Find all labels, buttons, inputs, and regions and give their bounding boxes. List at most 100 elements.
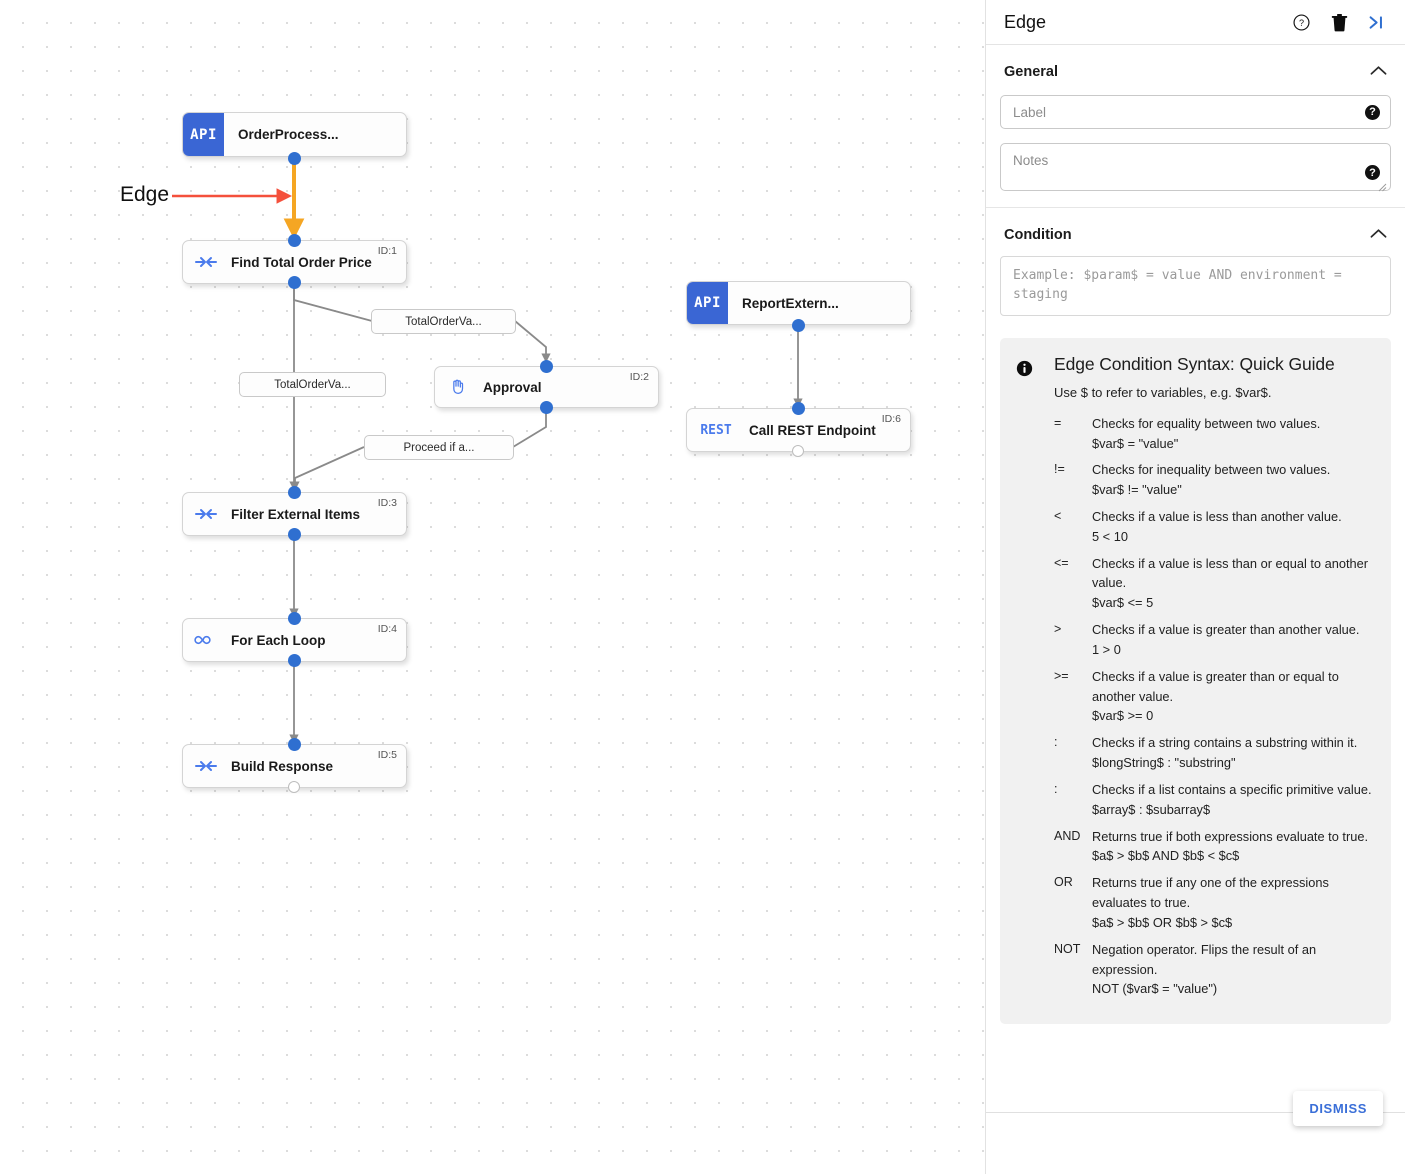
port-in-filter[interactable] [288,486,301,499]
svg-text:?: ? [1299,17,1304,27]
guide-description: Checks for equality between two values.$… [1092,414,1375,454]
guide-row: =Checks for equality between two values.… [1054,414,1375,454]
merge-arrows-icon [183,758,229,774]
node-label: OrderProcess... [238,127,339,142]
port-out-filter[interactable] [288,528,301,541]
guide-operator: < [1054,509,1062,523]
edge-label-chip[interactable]: TotalOrderVa... [371,309,516,334]
guide-description: Checks if a list contains a specific pri… [1092,780,1375,820]
guide-description: Checks if a value is less than another v… [1092,507,1375,547]
section-header-condition[interactable]: Condition [1000,208,1391,254]
port-out-find-total[interactable] [288,276,301,289]
guide-operator: NOT [1054,941,1081,956]
node-label: Filter External Items [231,506,361,522]
chevron-up-icon[interactable] [1370,226,1387,244]
resize-handle-icon[interactable] [1378,179,1387,192]
merge-arrows-icon [183,506,229,522]
section-title: General [1004,64,1058,80]
help-icon[interactable]: ? [1365,165,1380,180]
node-label: Call REST Endpoint [749,422,876,438]
api-badge-icon: API [687,282,728,324]
guide-description: Returns true if both expressions evaluat… [1092,827,1375,867]
edge-find-total-to-approval-b [514,320,551,363]
guide-row: :Checks if a string contains a substring… [1054,733,1375,773]
port-out-orderprocess[interactable] [288,152,301,165]
section-title: Condition [1004,227,1072,243]
guide-operator: > [1054,622,1062,637]
node-build-response[interactable]: Build Response ID:5 [182,744,407,788]
condition-input[interactable]: Example: $param$ = value AND environment… [1000,256,1391,316]
infinity-icon [183,632,229,648]
guide-example: $array$ : $subarray$ [1092,801,1211,817]
help-icon[interactable]: ? [1292,13,1311,32]
port-in-foreach[interactable] [288,612,301,625]
section-general: General Label ? Notes ? [986,45,1405,192]
port-in-approval[interactable] [540,360,553,373]
node-reportextern[interactable]: API ReportExtern... [686,281,911,325]
dismiss-button[interactable]: DISMISS [1293,1091,1383,1126]
guide-example: 1 > 0 [1092,641,1121,657]
panel-body: General Label ? Notes ? [986,45,1405,1112]
node-orderprocess[interactable]: API OrderProcess... [182,112,407,157]
guide-row: :Checks if a list contains a specific pr… [1054,780,1375,820]
section-header-general[interactable]: General [1000,45,1391,91]
node-id: ID:2 [629,371,649,383]
delete-icon[interactable] [1331,13,1348,32]
port-out-approval[interactable] [540,401,553,414]
node-id: ID:1 [377,245,397,257]
panel-header: Edge ? [986,0,1405,45]
notes-field[interactable]: Notes ? [1000,143,1391,192]
guide-description: Negation operator. Flips the result of a… [1092,940,1375,999]
guide-description: Checks if a value is greater than or equ… [1092,667,1375,726]
edge-label-chip[interactable]: TotalOrderVa... [239,372,386,397]
port-out-foreach[interactable] [288,654,301,667]
page-title: Edge [1004,11,1047,32]
guide-operator: != [1054,462,1065,477]
panel-footer: DISMISS [986,1091,1405,1174]
collapse-panel-icon[interactable] [1368,14,1387,31]
guide-title: Edge Condition Syntax: Quick Guide [1054,353,1335,374]
rest-badge-icon: REST [700,422,732,438]
guide-description: Checks if a value is greater than anothe… [1092,620,1375,660]
port-out-build[interactable] [288,781,300,793]
guide-row: < Checks if a value is less than another … [1054,507,1375,547]
edge-connections-layer [172,158,803,744]
port-in-callrest[interactable] [792,402,805,415]
chevron-up-icon[interactable] [1370,63,1387,81]
guide-description: Checks if a value is less than or equal … [1092,554,1375,613]
label-field[interactable]: Label ? [1000,95,1391,129]
guide-row: >= Checks if a value is greater than or e… [1054,667,1375,726]
guide-operator: : [1054,735,1058,750]
guide-example: $var$ = "value" [1092,435,1179,451]
node-label: Find Total Order Price [231,254,372,270]
guide-example: $var$ >= 0 [1092,708,1154,724]
help-icon[interactable]: ? [1365,104,1380,120]
info-icon [1016,354,1050,1007]
guide-operator: >= [1054,668,1069,683]
guide-example: NOT ($var$ = "value") [1092,981,1218,997]
guide-example: $longString$ : "substring" [1092,755,1236,771]
port-out-reportextern[interactable] [792,319,805,332]
edge-approval-to-filter-a [512,412,547,448]
port-in-find-total[interactable] [288,234,301,247]
api-badge-icon: API [183,113,224,156]
node-call-rest-endpoint[interactable]: REST Call REST Endpoint ID:6 [686,408,911,452]
port-in-build[interactable] [288,738,301,751]
guide-example: $var$ <= 5 [1092,595,1154,611]
guide-example: 5 < 10 [1092,528,1128,544]
node-label: Build Response [231,758,334,774]
node-id: ID:4 [377,623,397,635]
port-out-callrest[interactable] [792,445,804,457]
guide-description: Checks for inequality between two values… [1092,460,1375,500]
guide-row: NOT Negation operator. Flips the result o… [1054,940,1375,999]
workflow-canvas[interactable]: Edge API OrderProcess... Find Total Orde… [0,0,985,1174]
guide-example: $var$ != "value" [1092,482,1182,498]
edge-label-chip[interactable]: Proceed if a... [364,435,514,460]
notes-field-placeholder: Notes [1013,153,1049,168]
node-label: ReportExtern... [742,295,839,311]
guide-description: Returns true if any one of the expressio… [1092,873,1375,932]
node-approval[interactable]: Approval ID:2 [434,366,659,408]
guide-operator-table: =Checks for equality between two values.… [1054,414,1375,1000]
guide-row: != Checks for inequality between two valu… [1054,460,1375,500]
node-id: ID:3 [377,497,397,509]
